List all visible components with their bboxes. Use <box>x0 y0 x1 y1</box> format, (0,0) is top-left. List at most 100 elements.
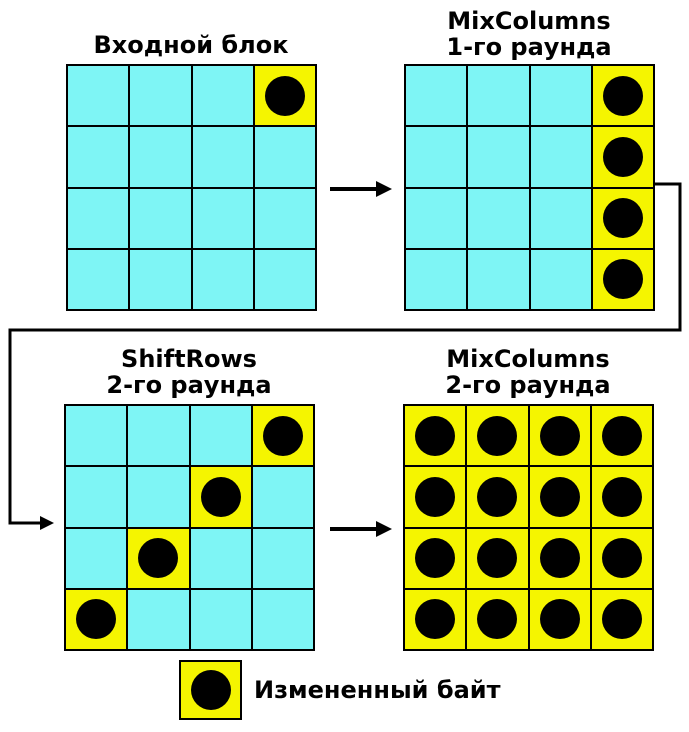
changed-byte-icon <box>477 415 518 456</box>
state-byte-cell <box>467 406 530 468</box>
changed-byte-icon <box>200 476 241 517</box>
state-byte-cell <box>529 406 592 468</box>
arrow-shiftrows2-to-mixcolumns2 <box>330 521 392 537</box>
input-block-title: Входной блок <box>66 32 316 58</box>
changed-byte-icon <box>539 538 580 579</box>
state-byte-cell <box>254 249 317 311</box>
changed-byte-icon <box>601 476 642 517</box>
state-byte-cell <box>591 589 654 651</box>
input-block-grid <box>66 64 317 311</box>
mixcolumns-round1-title: MixColumns 1-го раунда <box>404 8 654 60</box>
state-byte-cell <box>591 406 654 468</box>
state-byte-cell <box>130 188 193 250</box>
state-byte-cell <box>254 66 317 128</box>
state-byte-cell <box>66 406 129 468</box>
state-byte-cell <box>468 249 531 311</box>
state-byte-cell <box>592 249 655 311</box>
shiftrows-round2-grid <box>64 404 315 651</box>
changed-byte-icon <box>477 599 518 640</box>
mixcolumns-round2-title-line1: MixColumns <box>446 345 610 373</box>
state-byte-cell <box>405 589 468 651</box>
state-byte-cell <box>254 127 317 189</box>
state-byte-cell <box>592 127 655 189</box>
changed-byte-icon <box>602 259 643 300</box>
state-byte-cell <box>192 66 255 128</box>
state-byte-cell <box>192 249 255 311</box>
shiftrows-round2-title-line1: ShiftRows <box>121 345 257 373</box>
state-byte-cell <box>128 467 191 529</box>
changed-byte-icon <box>602 136 643 177</box>
state-byte-cell <box>128 528 191 590</box>
changed-byte-icon <box>477 538 518 579</box>
state-byte-cell <box>128 406 191 468</box>
state-byte-cell <box>591 528 654 590</box>
state-byte-cell <box>530 66 593 128</box>
state-byte-cell <box>468 127 531 189</box>
state-byte-cell <box>592 188 655 250</box>
state-byte-cell <box>406 188 469 250</box>
mixcolumns-round2-title-line2: 2-го раунда <box>445 371 611 399</box>
state-byte-cell <box>192 188 255 250</box>
changed-byte-icon <box>601 599 642 640</box>
state-byte-cell <box>252 406 315 468</box>
changed-byte-icon <box>264 75 305 116</box>
state-byte-cell <box>128 589 191 651</box>
state-byte-cell <box>190 589 253 651</box>
state-byte-cell <box>130 249 193 311</box>
state-byte-cell <box>405 467 468 529</box>
state-byte-cell <box>405 528 468 590</box>
state-byte-cell <box>530 127 593 189</box>
state-byte-cell <box>190 467 253 529</box>
input-block-title-line1: Входной блок <box>93 31 289 59</box>
changed-byte-icon <box>415 538 456 579</box>
state-byte-cell <box>190 528 253 590</box>
state-byte-cell <box>529 467 592 529</box>
state-byte-cell <box>130 66 193 128</box>
changed-byte-icon <box>539 415 580 456</box>
changed-byte-icon <box>477 476 518 517</box>
shiftrows-round2-title-line2: 2-го раунда <box>106 371 272 399</box>
mixcolumns-round1-grid <box>404 64 655 311</box>
state-byte-cell <box>406 249 469 311</box>
state-byte-cell <box>130 127 193 189</box>
state-byte-cell <box>252 528 315 590</box>
state-byte-cell <box>68 127 131 189</box>
changed-byte-icon <box>76 599 117 640</box>
changed-byte-icon <box>415 476 456 517</box>
mixcolumns-round1-title-line1: MixColumns <box>447 7 611 35</box>
state-byte-cell <box>406 127 469 189</box>
state-byte-cell <box>467 528 530 590</box>
state-byte-cell <box>192 127 255 189</box>
state-byte-cell <box>66 589 129 651</box>
state-byte-cell <box>405 406 468 468</box>
arrow-mixcolumns1-to-shiftrows2 <box>8 182 682 530</box>
state-byte-cell <box>467 467 530 529</box>
arrow-input-to-mixcolumns1 <box>330 181 392 197</box>
changed-byte-icon <box>415 415 456 456</box>
state-byte-cell <box>468 66 531 128</box>
changed-byte-icon <box>539 476 580 517</box>
state-byte-cell <box>591 467 654 529</box>
changed-byte-icon <box>539 599 580 640</box>
state-byte-cell <box>592 66 655 128</box>
changed-byte-icon <box>415 599 456 640</box>
state-byte-cell <box>467 589 530 651</box>
changed-byte-icon <box>262 415 303 456</box>
state-byte-cell <box>529 528 592 590</box>
state-byte-cell <box>68 188 131 250</box>
changed-byte-icon <box>190 670 231 710</box>
changed-byte-icon <box>138 538 179 579</box>
state-byte-cell <box>406 66 469 128</box>
state-byte-cell <box>68 66 131 128</box>
shiftrows-round2-title: ShiftRows 2-го раунда <box>64 346 314 398</box>
changed-byte-icon <box>602 75 643 116</box>
state-byte-cell <box>468 188 531 250</box>
state-byte-cell <box>66 528 129 590</box>
state-byte-cell <box>252 589 315 651</box>
changed-byte-icon <box>601 538 642 579</box>
state-byte-cell <box>254 188 317 250</box>
mixcolumns-round1-title-line2: 1-го раунда <box>446 33 612 61</box>
state-byte-cell <box>529 589 592 651</box>
state-byte-cell <box>66 467 129 529</box>
